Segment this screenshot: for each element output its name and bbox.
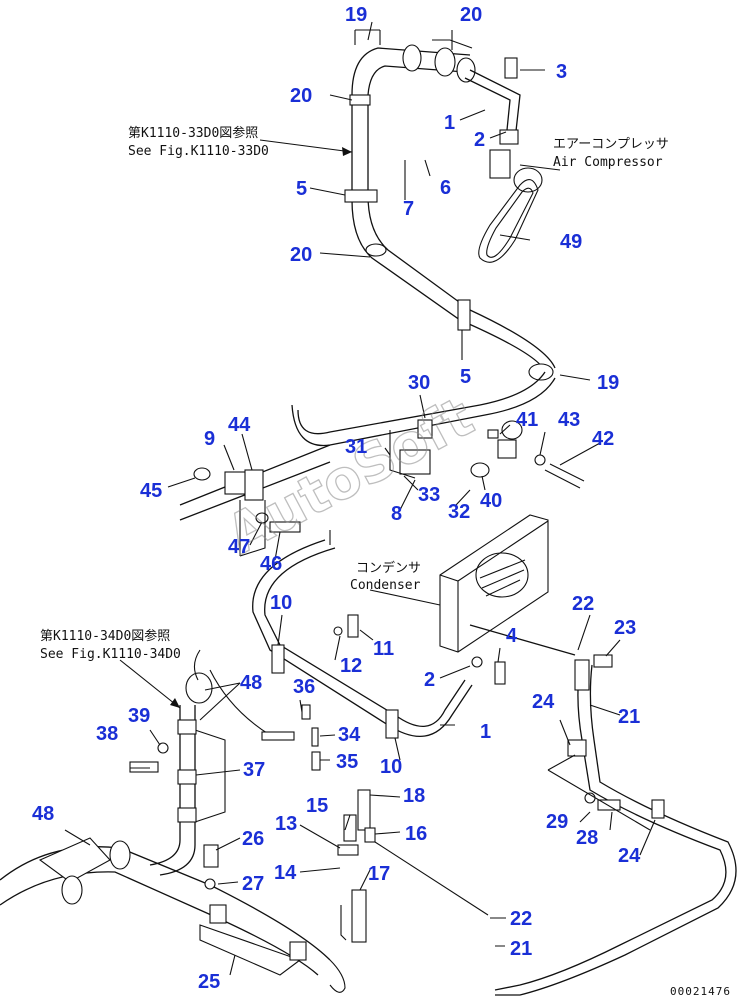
callout-29: 29	[546, 811, 568, 833]
callout-31: 31	[345, 436, 367, 458]
callout-11: 11	[373, 638, 394, 660]
callout-40: 40	[480, 490, 502, 512]
callout-42: 42	[592, 428, 614, 450]
callout-23: 23	[614, 617, 636, 639]
callout-2: 2	[474, 129, 485, 151]
callout-22: 22	[572, 593, 594, 615]
left-bracket	[179, 444, 331, 557]
ref-33d0-jp-note: 第K1110-33D0図参照	[128, 125, 258, 141]
callout-3: 3	[556, 61, 567, 83]
callout-36: 36	[293, 676, 315, 698]
callout-46: 46	[260, 553, 282, 575]
ref-34d0-jp-note: 第K1110-34D0図参照	[40, 628, 170, 644]
callout-32: 32	[448, 501, 470, 523]
callout-24: 24	[618, 845, 641, 867]
condenser-en-note: Condenser	[350, 578, 421, 593]
callout-43: 43	[558, 409, 580, 431]
callout-37: 37	[243, 759, 265, 781]
callout-19: 19	[597, 372, 619, 394]
callout-33: 33	[418, 484, 440, 506]
callout-13: 13	[275, 813, 297, 835]
air-compressor	[464, 57, 543, 263]
callout-15: 15	[306, 795, 328, 817]
callout-12: 12	[340, 655, 362, 677]
callout-20: 20	[460, 4, 482, 26]
center-hardware	[301, 704, 489, 943]
callout-49: 49	[560, 231, 582, 253]
callout-41: 41	[516, 409, 538, 431]
reference-arrows	[119, 139, 561, 709]
callout-45: 45	[140, 480, 162, 502]
callout-24: 24	[532, 691, 555, 713]
callout-34: 34	[338, 724, 361, 746]
callout-10: 10	[270, 592, 292, 614]
callout-25: 25	[198, 971, 220, 993]
callout-38: 38	[96, 723, 118, 745]
callout-8: 8	[391, 503, 402, 525]
callout-26: 26	[242, 828, 264, 850]
callout-1: 1	[444, 112, 455, 134]
compressor-jp-note: エアーコンプレッサ	[553, 137, 669, 152]
callout-19: 19	[345, 4, 367, 26]
callout-5: 5	[460, 366, 471, 388]
callout-20: 20	[290, 85, 312, 107]
callout-47: 47	[228, 536, 250, 558]
callout-6: 6	[440, 177, 451, 199]
callouts: 19 20 3 20 1 2 5 6 7 49 20 5 30 19 9 44 …	[32, 4, 641, 993]
callout-10: 10	[380, 756, 402, 778]
callout-16: 16	[405, 823, 427, 845]
condenser-jp-note: コンデンサ	[356, 560, 421, 576]
lower-left-assembly	[0, 649, 346, 993]
upper-hose	[344, 29, 556, 381]
callout-44: 44	[228, 414, 251, 436]
callout-14: 14	[274, 862, 297, 884]
ref-33d0-en-note: See Fig.K1110-33D0	[128, 144, 269, 159]
callout-1: 1	[480, 721, 491, 743]
callout-21: 21	[618, 706, 640, 728]
callout-48: 48	[32, 803, 54, 825]
callout-9: 9	[204, 428, 215, 450]
middle-hose	[291, 371, 585, 489]
callout-48: 48	[240, 672, 262, 694]
callout-30: 30	[408, 372, 430, 394]
callout-22: 22	[510, 908, 532, 930]
drawing-code: 00021476	[670, 985, 731, 998]
compressor-en-note: Air Compressor	[553, 155, 663, 170]
callout-4: 4	[506, 625, 518, 647]
callout-17: 17	[368, 863, 390, 885]
ref-34d0-en-note: See Fig.K1110-34D0	[40, 647, 181, 662]
callout-35: 35	[336, 751, 358, 773]
callout-18: 18	[403, 785, 425, 807]
callout-28: 28	[576, 827, 598, 849]
right-hose	[469, 624, 737, 996]
leader-lines	[64, 21, 656, 976]
callout-20: 20	[290, 244, 312, 266]
callout-7: 7	[403, 198, 414, 220]
callout-21: 21	[510, 938, 532, 960]
callout-2: 2	[424, 669, 435, 691]
callout-27: 27	[242, 873, 264, 895]
condenser	[439, 514, 549, 653]
callout-39: 39	[128, 705, 150, 727]
lower-hose	[252, 539, 506, 739]
callout-5: 5	[296, 178, 307, 200]
